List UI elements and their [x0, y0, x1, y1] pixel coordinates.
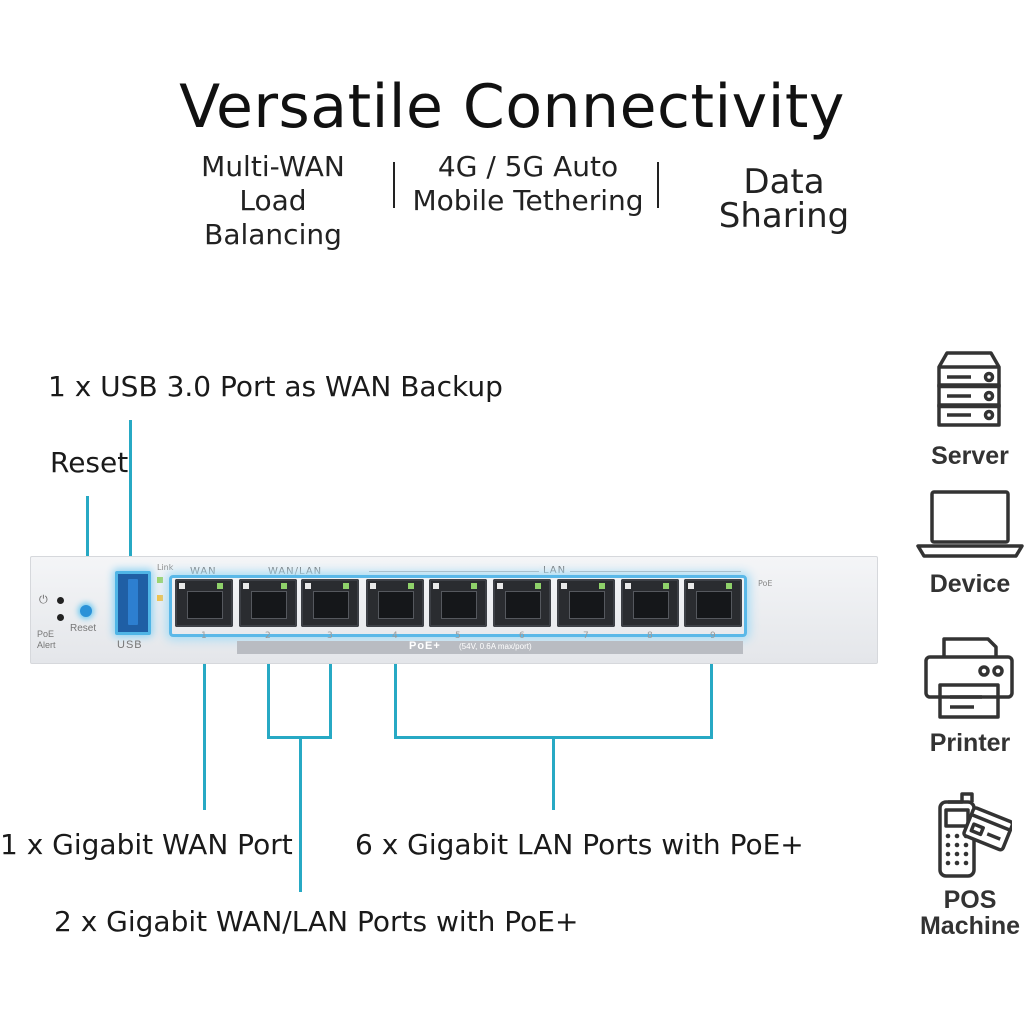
wanlan-callout-line-b — [329, 625, 332, 738]
reset-callout: Reset — [50, 446, 129, 479]
poe-bar: PoE+ (54V, 0.6A max/port) — [237, 640, 743, 654]
usb-callout-line — [129, 420, 132, 570]
device-label: Device — [929, 570, 1011, 598]
port-number: 2 — [265, 631, 271, 641]
feature-data-sharing: Data Sharing — [718, 162, 850, 236]
poe-alert-label: PoE Alert — [37, 629, 56, 650]
feature-separator — [657, 162, 659, 208]
wan-callout-line — [203, 620, 206, 810]
wan-group-label: WAN — [190, 566, 217, 577]
power-led — [57, 597, 64, 604]
link-label: Link — [157, 563, 174, 572]
feature-separator — [393, 162, 395, 208]
router-front-panel: ⏻ PoE Alert Reset USB Link WAN WAN/LAN L… — [30, 556, 878, 664]
server-label: Server — [931, 442, 1009, 470]
ethernet-port-5[interactable] — [429, 579, 487, 627]
port-number: 4 — [392, 631, 398, 641]
ethernet-port-4[interactable] — [366, 579, 424, 627]
port-number: 3 — [327, 631, 333, 641]
port-number: 8 — [647, 631, 653, 641]
ethernet-port-3[interactable] — [301, 579, 359, 627]
server-icon — [937, 351, 1001, 427]
wanlan-callout-stem — [299, 736, 302, 892]
pos-machine-label: POS Machine — [919, 886, 1021, 940]
reset-label: Reset — [70, 623, 97, 634]
ethernet-port-2[interactable] — [239, 579, 297, 627]
wanlan-group-label: WAN/LAN — [268, 566, 323, 577]
laptop-icon — [916, 490, 1024, 558]
poe-alert-led — [57, 614, 64, 621]
ethernet-port-6[interactable] — [493, 579, 551, 627]
lan-callout-line-a — [394, 625, 397, 738]
poe-bar-label: PoE+ — [409, 640, 441, 652]
ethernet-port-7[interactable] — [557, 579, 615, 627]
port-group-highlight — [169, 575, 747, 637]
ethernet-port-9[interactable] — [684, 579, 742, 627]
lan-callout-line-b — [710, 625, 713, 738]
lan-callout-stem — [552, 736, 555, 810]
ethernet-port-8[interactable] — [621, 579, 679, 627]
wanlan-callout-line-a — [267, 625, 270, 738]
usb-callout: 1 x USB 3.0 Port as WAN Backup — [48, 370, 503, 403]
poe-label: PoE — [758, 579, 773, 588]
ethernet-port-1[interactable] — [175, 579, 233, 627]
port-number: 1 — [201, 631, 207, 641]
usb-port[interactable] — [115, 571, 151, 635]
port-number: 6 — [519, 631, 525, 641]
port-number-row: 1 2 3 4 5 6 7 8 9 — [175, 631, 747, 643]
poe-spec-label: (54V, 0.6A max/port) — [459, 642, 532, 651]
link-led-amber — [157, 595, 163, 601]
port-number: 5 — [455, 631, 461, 641]
port-number: 9 — [710, 631, 716, 641]
reset-button[interactable] — [80, 605, 92, 617]
reset-callout-line — [86, 496, 89, 606]
port-number: 7 — [583, 631, 589, 641]
power-icon: ⏻ — [39, 593, 48, 606]
lan-group-label: LAN — [539, 565, 571, 576]
feature-tethering: 4G / 5G Auto Mobile Tethering — [412, 150, 644, 217]
printer-label: Printer — [929, 729, 1011, 757]
printer-icon — [924, 637, 1014, 719]
pos-terminal-icon — [938, 792, 1012, 878]
wanlan-callout: 2 x Gigabit WAN/LAN Ports with PoE+ — [54, 905, 579, 938]
feature-multi-wan: Multi-WAN Load Balancing — [201, 150, 345, 251]
page-title: Versatile Connectivity — [179, 72, 845, 142]
lan-callout: 6 x Gigabit LAN Ports with PoE+ — [355, 828, 804, 861]
link-led-green — [157, 577, 163, 583]
wan-callout: 1 x Gigabit WAN Port — [0, 828, 293, 861]
usb-label: USB — [117, 639, 143, 651]
